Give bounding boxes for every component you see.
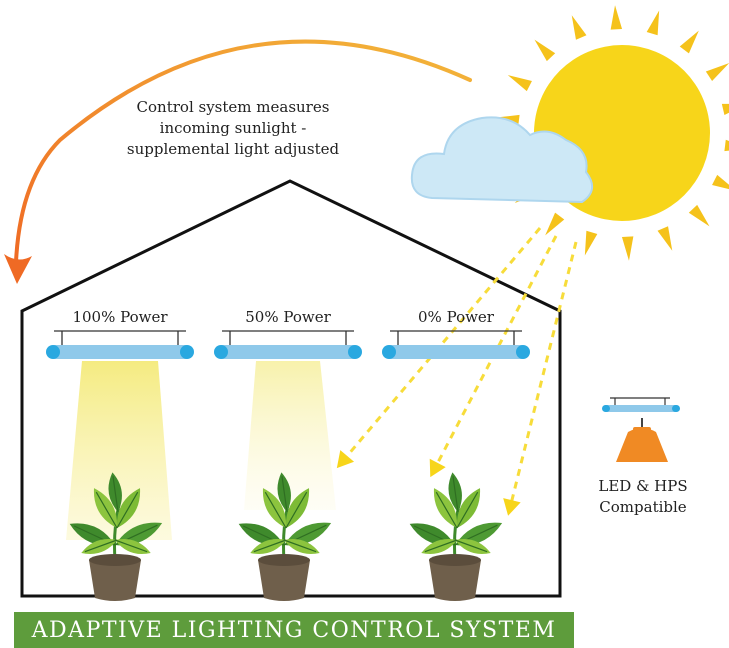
legend-text: LED & HPS Compatible	[588, 476, 698, 518]
sun-ray	[679, 30, 699, 54]
led-fixture-icon	[382, 330, 530, 359]
title-banner: ADAPTIVE LIGHTING CONTROL SYSTEM	[14, 612, 574, 648]
sun-ray	[545, 212, 565, 236]
sunlight-arrow	[503, 241, 578, 516]
sun-ray	[621, 236, 634, 261]
plants	[69, 472, 503, 601]
sunlight-arrows	[336, 227, 578, 516]
sunlight-arrow	[336, 227, 542, 469]
greenhouse-outline	[20, 179, 562, 598]
lamp-label-50: 50% Power	[245, 308, 331, 326]
plant-icon	[238, 472, 332, 601]
led-fixture-icon	[214, 330, 362, 359]
sun-ray	[688, 204, 710, 227]
light-beam-full	[66, 361, 172, 540]
caption-line-3: supplemental light adjusted	[126, 140, 340, 158]
sun-ray	[705, 63, 729, 82]
legend-line-2: Compatible	[599, 498, 687, 516]
caption-line-2: incoming sunlight -	[159, 119, 307, 137]
sun-ray	[657, 226, 673, 251]
led-fixture-icon	[46, 330, 194, 359]
sun-ray	[571, 15, 587, 40]
lamp-label-100: 100% Power	[72, 308, 168, 326]
plant-icon	[69, 472, 163, 601]
sun-ray	[712, 174, 729, 190]
cloud-icon	[410, 116, 593, 204]
sun-ray	[721, 103, 729, 115]
lamp-label-0: 0% Power	[418, 308, 494, 326]
hps-lamp-icon	[616, 418, 668, 462]
sun-ray	[534, 39, 556, 62]
lamp-fixtures	[46, 330, 530, 359]
light-beam-half	[244, 361, 336, 510]
sun-ray	[610, 5, 623, 30]
led-fixture-icon	[602, 397, 680, 412]
legend-line-1: LED & HPS	[598, 477, 688, 495]
caption-line-1: Control system measures	[136, 98, 330, 116]
caption-text: Control system measures incoming sunligh…	[108, 97, 358, 160]
sun-ray	[724, 139, 729, 152]
plant-icon	[409, 472, 503, 601]
sun-ray	[584, 230, 598, 256]
sun-ray	[646, 10, 660, 36]
sun-ray	[507, 75, 532, 92]
arrow-icon	[4, 39, 472, 284]
